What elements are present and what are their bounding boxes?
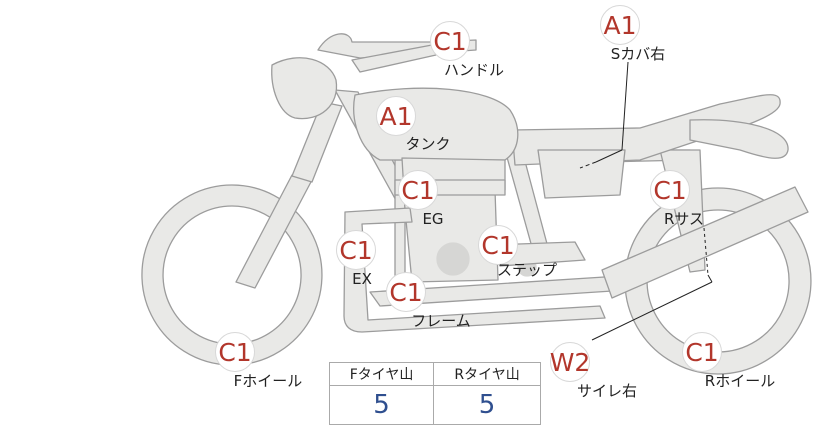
handle-grade-badge: C1 <box>430 21 470 61</box>
step-grade-badge: C1 <box>478 225 518 265</box>
rear-tread-header: Rタイヤ山 <box>433 362 541 386</box>
tire-tread-table: Fタイヤ山 Rタイヤ山 5 5 <box>328 362 541 425</box>
headlight-shape <box>271 57 338 120</box>
side-cover-label: Sカバ右 <box>610 45 666 63</box>
front-wheel-label: Fホイール <box>233 372 303 390</box>
silencer-label: サイレ右 <box>576 382 638 400</box>
rear-wheel-grade-badge: C1 <box>682 332 722 372</box>
handle-label: ハンドル <box>443 61 505 79</box>
step-label: ステップ <box>496 261 558 279</box>
rear-wheel-label: Rホイール <box>704 372 776 390</box>
tread-header-row: Fタイヤ山 Rタイヤ山 <box>328 362 541 386</box>
side-cover-shape <box>537 149 626 199</box>
frame-grade-badge: C1 <box>386 272 426 312</box>
rear-susp-label: Rサス <box>663 210 705 228</box>
frame-label: フレーム <box>411 312 471 330</box>
leader-silencer <box>591 281 713 341</box>
exhaust-label: EX <box>352 270 372 288</box>
leader-rear-susp <box>703 227 709 276</box>
engine-grade-badge: C1 <box>398 170 438 210</box>
front-tread-header: Fタイヤ山 <box>328 362 435 386</box>
exhaust-grade-badge: C1 <box>336 230 376 270</box>
exhaust-shape <box>343 207 606 333</box>
rear-susp-grade-badge: C1 <box>650 170 690 210</box>
silencer-grade-badge: W2 <box>550 342 590 382</box>
engine-label: EG <box>422 210 444 228</box>
front-wheel-grade-badge: C1 <box>215 332 255 372</box>
rear-tread-value: 5 <box>433 385 541 425</box>
tank-grade-badge: A1 <box>376 96 416 136</box>
tank-label: タンク <box>405 135 451 153</box>
tread-value-row: 5 5 <box>328 385 541 425</box>
front-tread-value: 5 <box>328 385 435 425</box>
side-cover-grade-badge: A1 <box>600 5 640 45</box>
leader-side-cover <box>621 61 629 151</box>
